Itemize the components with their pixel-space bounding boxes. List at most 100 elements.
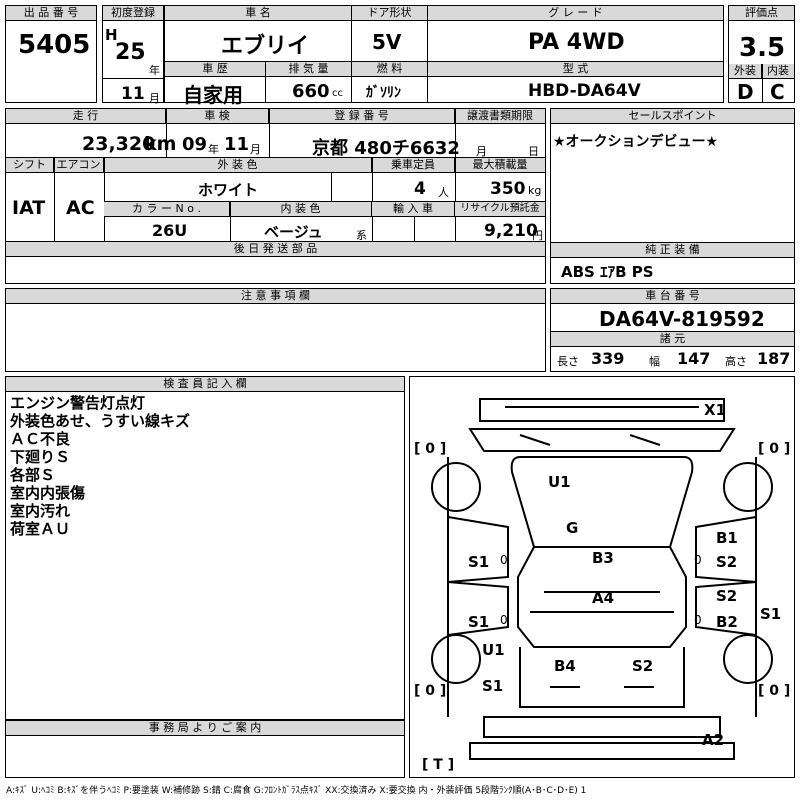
damage-code: B2: [716, 613, 738, 631]
damage-legend: A:ｷｽﾞ U:ﾍｺﾐ B:ｷｽﾞを伴うﾍｺﾐ P:要塗装 W:補修跡 S:錆 …: [6, 786, 587, 796]
first-registration-month: 11: [121, 84, 145, 104]
damage-diagram: [ 0 ] [ 0 ] [ 0 ] [ 0 ] [ T ] X1 U1 G B1…: [409, 376, 795, 778]
damage-code: S1: [760, 605, 782, 623]
car-name-cell: 車 名 エブリイ: [164, 5, 352, 62]
exterior-grade-label: 外装: [729, 64, 762, 79]
sales-point-cell: セールスポイント ★オークションデビュー★ 純 正 装 備 ABS ｴｱB PS: [550, 108, 795, 284]
damage-code: B3: [592, 549, 614, 567]
capacity-label: 乗車定員: [372, 158, 455, 173]
inspection-year: 09: [182, 134, 208, 155]
dimensions-label: 諸 元: [551, 332, 794, 347]
displacement-cell: 排 気 量 660 cc: [265, 61, 352, 103]
door-type-label: ドア形状: [352, 6, 427, 21]
mileage-value: 23,320: [82, 133, 156, 155]
score-label: 評価点: [729, 6, 794, 21]
genuine-equipment-value: ABS ｴｱB PS: [561, 263, 654, 281]
aircon-label: エアコン: [54, 158, 104, 173]
shift-label: シフト: [6, 158, 54, 173]
capacity-unit: 人: [438, 186, 449, 199]
interior-color-label: 内 装 色: [230, 202, 372, 217]
dimensions-length-label: 長さ: [557, 355, 579, 368]
spec-block: 走 行 車 検 登 録 番 号 譲渡書類期限 23,320 km 09 年 11…: [5, 108, 546, 284]
damage-code: X1: [704, 401, 727, 419]
inspector-line: ＡＣ不良: [10, 430, 71, 448]
first-registration-year-unit: 年: [149, 64, 160, 77]
inspection-label: 車 検: [166, 109, 269, 124]
exterior-color-value: ホワイト: [198, 181, 259, 199]
dimensions-width: 147: [677, 349, 711, 368]
sales-point-label: セールスポイント: [551, 109, 794, 124]
office-label: 事 務 局 よ り ご 案 内: [6, 721, 404, 736]
interior-color-suffix: 系: [356, 229, 367, 242]
sales-point-text: ★オークションデビュー★: [553, 134, 719, 150]
exterior-grade-value: D: [737, 80, 754, 104]
office-cell: 事 務 局 よ り ご 案 内: [5, 720, 405, 778]
score-cell: 評価点 3.5 外装 内装 D C: [728, 5, 795, 104]
displacement-unit: cc: [332, 88, 343, 99]
capacity-value: 4: [414, 179, 426, 199]
displacement-label: 排 気 量: [266, 62, 351, 77]
model-code-cell: 型 式 HBD-DA64V: [427, 61, 724, 103]
damage-code: U1: [482, 641, 505, 659]
damage-code: G: [566, 519, 579, 537]
fuel-value: ｶﾞｿﾘﾝ: [366, 85, 401, 101]
interior-grade-value: C: [770, 80, 785, 104]
damage-code: S1: [468, 553, 490, 571]
inspector-line: 室内内張傷: [10, 484, 86, 502]
aircon-value: AC: [66, 197, 95, 219]
inspector-label: 検 査 員 記 入 欄: [6, 377, 404, 392]
inspector-line: 荷室ＡＵ: [10, 520, 71, 538]
damage-code: B1: [716, 529, 738, 547]
first-registration-era: H: [105, 26, 118, 44]
damage-code: S1: [482, 677, 504, 695]
damage-code: 0: [500, 553, 508, 567]
notes-cell: 注 意 事 項 欄: [5, 288, 546, 372]
tire-fr-bracket: [ 0 ]: [758, 441, 791, 457]
damage-code: 0: [694, 553, 702, 567]
damage-code: 0: [500, 613, 508, 627]
max-load-value: 350: [490, 179, 526, 199]
mileage-label: 走 行: [6, 109, 166, 124]
spare-tire-bracket: [ T ]: [422, 757, 455, 773]
interior-grade-label: 内装: [762, 64, 794, 79]
later-parts-label: 後 日 発 送 部 品: [6, 242, 545, 257]
inspector-line: エンジン警告灯点灯: [10, 394, 146, 412]
car-outline-diagram: [431, 398, 773, 760]
first-registration-cell: 初度登録 H 25 年 11 月: [102, 5, 164, 105]
inspector-cell: 検 査 員 記 入 欄 エンジン警告灯点灯 外装色あせ、うすい線キズ ＡＣ不良 …: [5, 376, 405, 720]
lot-number-label: 出 品 番 号: [6, 6, 96, 21]
notes-label: 注 意 事 項 欄: [6, 289, 545, 304]
chassis-value: DA64V-819592: [599, 307, 765, 331]
transfer-deadline-month-unit: 月: [476, 145, 487, 158]
transfer-deadline-day-unit: 日: [528, 145, 539, 158]
lot-number-value: 5405: [18, 30, 91, 60]
score-value: 3.5: [739, 33, 786, 63]
damage-code: S2: [716, 587, 738, 605]
dimensions-height-label: 高さ: [725, 355, 747, 368]
transfer-deadline-label: 譲渡書類期限: [455, 109, 545, 124]
mileage-unit: km: [144, 133, 177, 155]
inspector-line: 各部Ｓ: [10, 466, 56, 484]
damage-code: B4: [554, 657, 576, 675]
dimensions-length: 339: [591, 349, 625, 368]
chassis-label: 車 台 番 号: [551, 289, 794, 304]
first-registration-year: 25: [115, 40, 146, 65]
grade-label: グ レ ー ド: [428, 6, 723, 21]
history-label: 車 歴: [165, 62, 265, 77]
history-cell: 車 歴 自家用: [164, 61, 266, 107]
genuine-equipment-label: 純 正 装 備: [551, 243, 794, 258]
damage-code: S2: [716, 553, 738, 571]
lot-number-cell: 出 品 番 号 5405: [5, 5, 97, 103]
car-name-value: エブリイ: [221, 34, 310, 59]
first-registration-label: 初度登録: [103, 6, 163, 21]
door-type-value: 5V: [372, 30, 402, 54]
inspector-notes: エンジン警告灯点灯 外装色あせ、うすい線キズ ＡＣ不良 下廻りＳ 各部Ｓ 室内内…: [10, 394, 190, 538]
inspector-line: 下廻りＳ: [10, 448, 71, 466]
color-no-label: カ ラ ー N o .: [104, 202, 230, 217]
max-load-label: 最大積載量: [455, 158, 545, 173]
recycle-value: 9,210: [484, 221, 538, 241]
damage-code: A4: [592, 589, 615, 607]
inspector-line: 室内汚れ: [10, 502, 71, 520]
door-type-cell: ドア形状 5V: [351, 5, 428, 62]
fuel-label: 燃 料: [352, 62, 427, 77]
